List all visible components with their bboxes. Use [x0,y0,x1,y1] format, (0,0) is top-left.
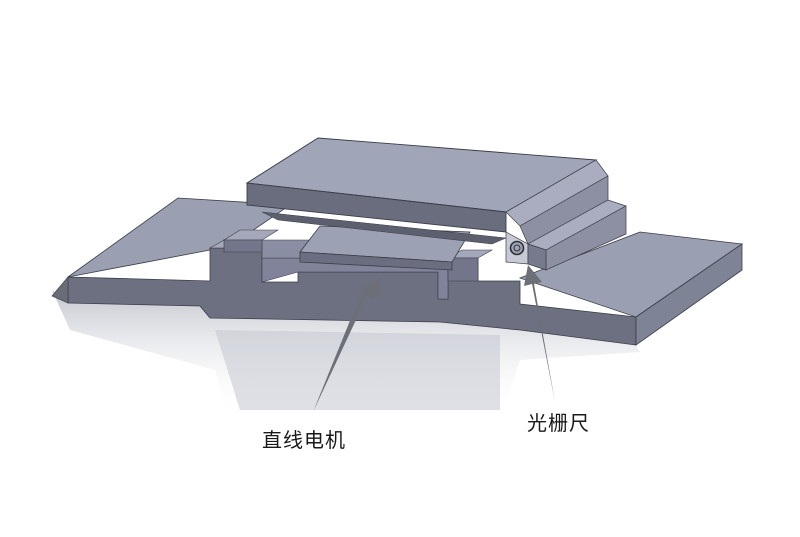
callout-arrows [313,265,555,412]
right-guide-front [447,257,479,282]
grating-block-side [527,243,547,271]
grating-scale-rails [505,159,627,271]
carriage-underside [261,211,507,245]
base-left-wedge [51,276,69,304]
linear-motor-label: 直线电机 [262,428,346,452]
grating-callout-arrow [524,265,555,402]
right-guide-rail [446,249,494,282]
base-plate [51,197,744,346]
grating-scale-label: 光栅尺 [527,411,590,435]
base-right-end [635,243,743,346]
base-top-left [67,197,292,278]
floor-reflection [52,290,640,420]
left-guide-rail [208,229,280,253]
left-guide-front [223,239,263,253]
moving-carriage [245,137,598,245]
motor-coil-front [299,251,453,271]
grating-read-head-icon [509,240,525,256]
